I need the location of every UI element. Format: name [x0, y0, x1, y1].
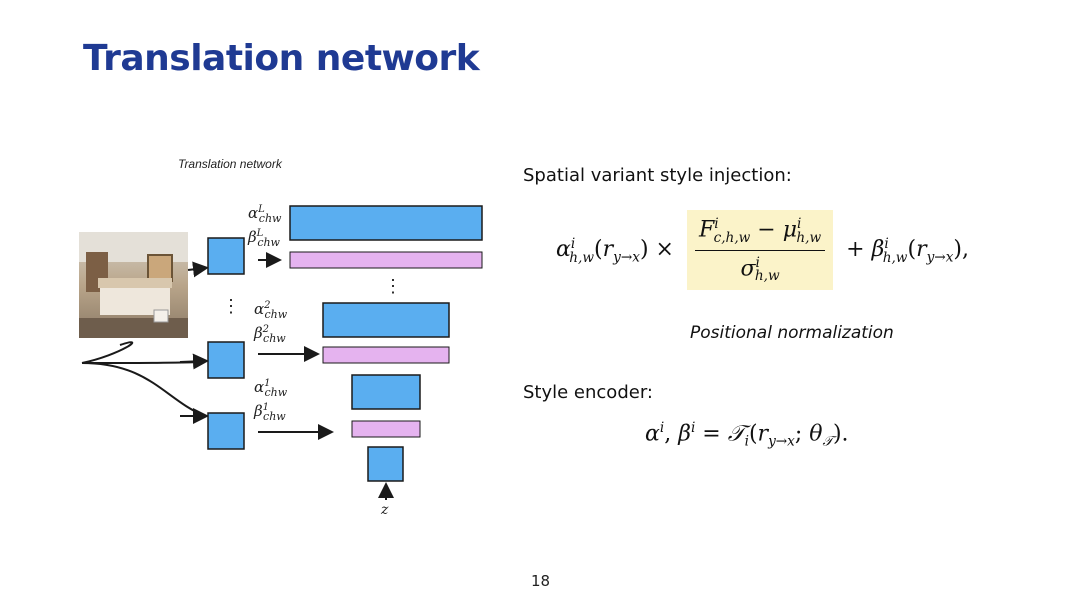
- vertical-ellipsis-left: ⋮: [222, 296, 240, 317]
- page-number: 18: [531, 572, 551, 590]
- decoder-block-2: [322, 302, 450, 338]
- modulation-bar-L: [289, 251, 483, 269]
- normalization-fraction: Fic,h,w − μih,w σih,w: [686, 210, 834, 291]
- positional-normalization-equation: αih,w(ry→x) × Fic,h,w − μih,w σih,w + βi…: [556, 210, 969, 291]
- z-label: z: [380, 502, 389, 518]
- modulation-bar-1: [351, 420, 421, 438]
- latent-block: [367, 446, 404, 482]
- vertical-ellipsis-right: ⋮: [384, 276, 402, 297]
- branch-curves: [81, 341, 206, 417]
- positional-normalization-caption: Positional normalization: [690, 323, 894, 343]
- encoder-block-1: [207, 412, 245, 450]
- decoder-block-1: [351, 374, 421, 410]
- slide-title: Translation network: [83, 38, 480, 79]
- modulation-bar-2: [322, 346, 450, 364]
- encoder-block-2: [207, 341, 245, 379]
- input-image: [79, 232, 188, 338]
- decoder-block-L: [289, 205, 483, 241]
- spatial-heading: Spatial variant style injection:: [523, 165, 792, 186]
- style-encoder-equation: αi, βi = 𝒯i(ry→x; θ𝒯).: [645, 420, 849, 450]
- diagram-title: Translation network: [178, 157, 283, 171]
- style-encoder-heading: Style encoder:: [523, 382, 653, 403]
- encoder-block-L: [207, 237, 245, 275]
